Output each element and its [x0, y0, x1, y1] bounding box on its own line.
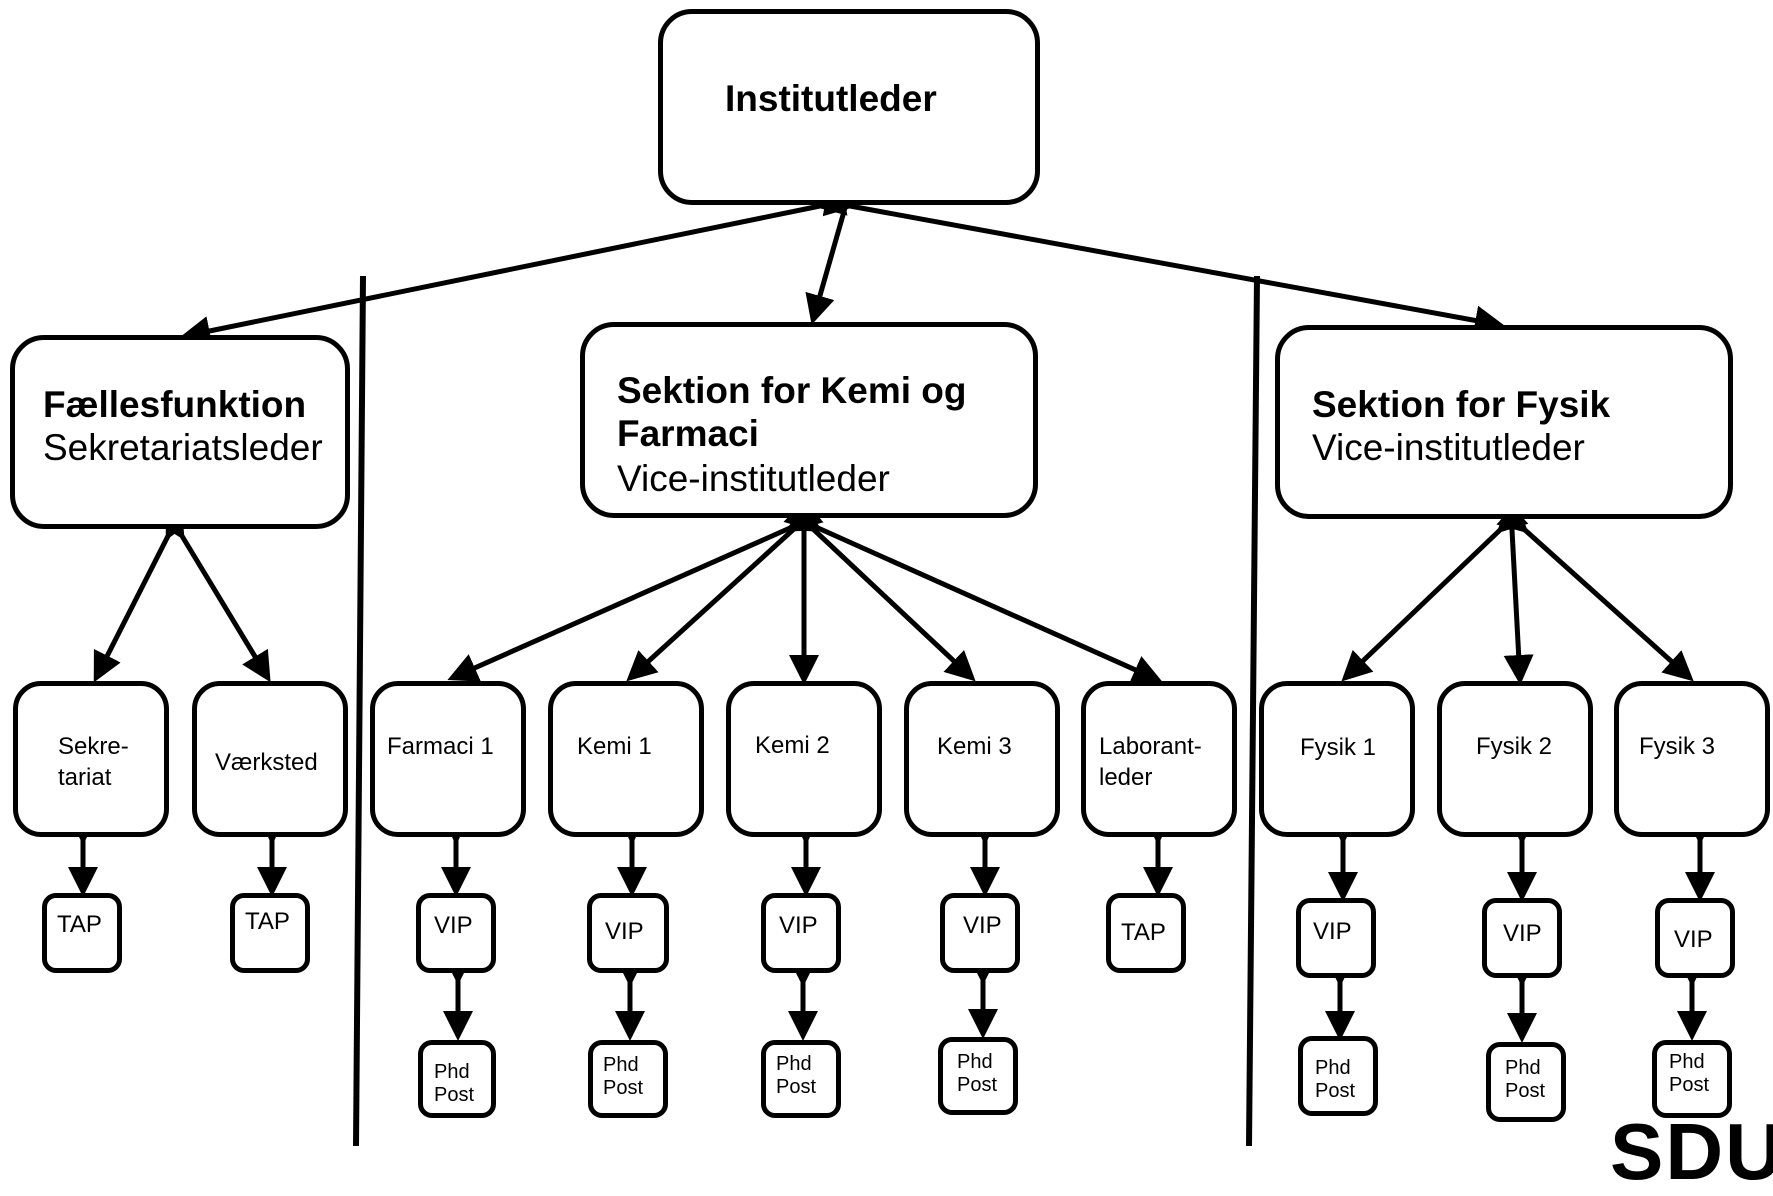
unit-laborantleder: Laborant- leder — [1081, 681, 1237, 837]
fysik-3-phd-box: Phd Post — [1652, 1040, 1732, 1118]
unit-fysik-2: Fysik 2 — [1437, 681, 1593, 837]
faelles-subtitle: Sekretariatsleder — [43, 427, 323, 468]
sekretariat-tap-box: TAP — [42, 893, 122, 973]
kemi-section-title-line2: Farmaci — [617, 413, 759, 454]
unit-sekretariat-label-line1: Sekre- — [58, 733, 129, 760]
arrow-faelles-sekretariat — [93, 506, 193, 683]
farmaci-1-vip-label: VIP — [434, 912, 473, 939]
sdu-logo: SDU — [1610, 1107, 1773, 1196]
fysik-1-phd-label-line1: Phd — [1315, 1057, 1351, 1079]
institutleder-title: Institutleder — [725, 78, 937, 119]
divider-line-right — [1246, 275, 1260, 1146]
unit-kemi-3: Kemi 3 — [904, 681, 1060, 837]
farmaci-1-phd-box: Phd Post — [418, 1040, 496, 1118]
unit-kemi-2: Kemi 2 — [726, 681, 882, 837]
fysik-2-phd-box: Phd Post — [1486, 1042, 1566, 1122]
vaerksted-tap-box: TAP — [230, 893, 310, 973]
kemi-3-vip-label: VIP — [963, 912, 1002, 939]
kemi-section-box: Sektion for Kemi og Farmaci Vice-institu… — [580, 322, 1038, 518]
unit-kemi-1-label: Kemi 1 — [577, 733, 652, 760]
kemi-1-vip-label: VIP — [605, 918, 644, 945]
arrow-kemi-farmaci1 — [447, 504, 819, 682]
kemi-1-phd-label-line1: Phd — [603, 1054, 639, 1076]
kemi-section-title-line1: Sektion for Kemi og — [617, 370, 967, 411]
fysik-1-vip-box: VIP — [1296, 898, 1376, 978]
unit-kemi-3-label: Kemi 3 — [937, 733, 1012, 760]
laborantleder-tap-box: TAP — [1106, 893, 1186, 973]
arrow-fysik-fysik2 — [1495, 504, 1534, 685]
fysik-2-phd-label-line2: Post — [1505, 1080, 1546, 1102]
arrow-top-fysik — [822, 186, 1505, 336]
arrow-top-faelles — [180, 186, 848, 346]
fysik-2-vip-label: VIP — [1503, 920, 1542, 947]
fysik-3-vip-label: VIP — [1674, 926, 1713, 953]
unit-farmaci-1-label: Farmaci 1 — [387, 733, 494, 760]
kemi-2-phd-label-line2: Post — [776, 1076, 817, 1098]
unit-laborantleder-label-line1: Laborant- — [1099, 733, 1202, 760]
institutleder-box: Institutleder — [658, 9, 1040, 205]
arrow-top-kemi — [805, 179, 867, 325]
unit-kemi-1: Kemi 1 — [548, 681, 704, 837]
fysik-3-vip-box: VIP — [1655, 898, 1735, 978]
faelles-box: Fællesfunktion Sekretariatsleder — [10, 335, 350, 529]
unit-sekretariat: Sekre- tariat — [13, 681, 169, 837]
unit-farmaci-1: Farmaci 1 — [370, 681, 526, 837]
kemi-1-vip-box: VIP — [587, 893, 669, 973]
arrow-fysik-fysik3 — [1496, 502, 1694, 682]
arrow-fysik-fysik1 — [1341, 501, 1529, 682]
fysik-2-phd-label-line1: Phd — [1505, 1057, 1541, 1079]
org-chart: Institutleder Fællesfunktion Sekretariat… — [10, 9, 1773, 1192]
unit-fysik-3-label: Fysik 3 — [1639, 733, 1716, 760]
unit-fysik-3: Fysik 3 — [1614, 681, 1770, 837]
kemi-2-phd-box: Phd Post — [761, 1040, 841, 1118]
arrow-kemi-laborant — [789, 504, 1163, 684]
vaerksted-tap-label: TAP — [245, 908, 290, 935]
fysik-section-box: Sektion for Fysik Vice-institutleder — [1275, 325, 1733, 519]
fysik-section-title: Sektion for Fysik — [1312, 384, 1611, 425]
unit-kemi-2-label: Kemi 2 — [755, 732, 830, 759]
arrow-kemi-kemi3 — [783, 499, 976, 682]
kemi-3-vip-box: VIP — [940, 893, 1020, 973]
kemi-2-vip-box: VIP — [761, 893, 841, 973]
farmaci-1-phd-label-line1: Phd — [434, 1061, 470, 1083]
unit-fysik-2-label: Fysik 2 — [1476, 733, 1553, 760]
divider-line-left — [353, 275, 366, 1146]
fysik-1-vip-label: VIP — [1313, 918, 1352, 945]
farmaci-1-vip-box: VIP — [416, 893, 496, 973]
fysik-3-phd-label-line1: Phd — [1669, 1051, 1705, 1073]
farmaci-1-phd-label-line2: Post — [434, 1084, 475, 1106]
fysik-1-phd-box: Phd Post — [1298, 1036, 1378, 1116]
kemi-3-phd-box: Phd Post — [938, 1037, 1018, 1115]
fysik-1-phd-label-line2: Post — [1315, 1080, 1356, 1102]
kemi-section-subtitle: Vice-institutleder — [617, 458, 890, 499]
kemi-3-phd-label-line1: Phd — [957, 1051, 993, 1073]
kemi-3-phd-label-line2: Post — [957, 1074, 998, 1096]
unit-vaerksted-label: Værksted — [215, 749, 318, 776]
sekretariat-tap-label: TAP — [57, 911, 102, 938]
connector-lines — [68, 179, 1715, 1146]
unit-vaerksted: Værksted — [192, 681, 348, 837]
unit-fysik-1-label: Fysik 1 — [1300, 734, 1377, 761]
fysik-2-vip-box: VIP — [1482, 898, 1562, 978]
kemi-2-phd-label-line1: Phd — [776, 1053, 812, 1075]
laborantleder-tap-label: TAP — [1121, 919, 1166, 946]
unit-laborantleder-label-line2: leder — [1099, 764, 1153, 791]
fysik-section-subtitle: Vice-institutleder — [1312, 427, 1585, 468]
arrow-kemi-kemi1 — [626, 500, 824, 682]
arrow-faelles-vaerksted — [156, 506, 271, 683]
kemi-1-phd-box: Phd Post — [588, 1040, 668, 1118]
faelles-title: Fællesfunktion — [43, 384, 307, 425]
kemi-1-phd-label-line2: Post — [603, 1077, 644, 1099]
kemi-2-vip-label: VIP — [779, 912, 818, 939]
unit-sekretariat-label-line2: tariat — [58, 764, 112, 791]
fysik-3-phd-label-line2: Post — [1669, 1074, 1710, 1096]
unit-fysik-1: Fysik 1 — [1259, 681, 1415, 837]
